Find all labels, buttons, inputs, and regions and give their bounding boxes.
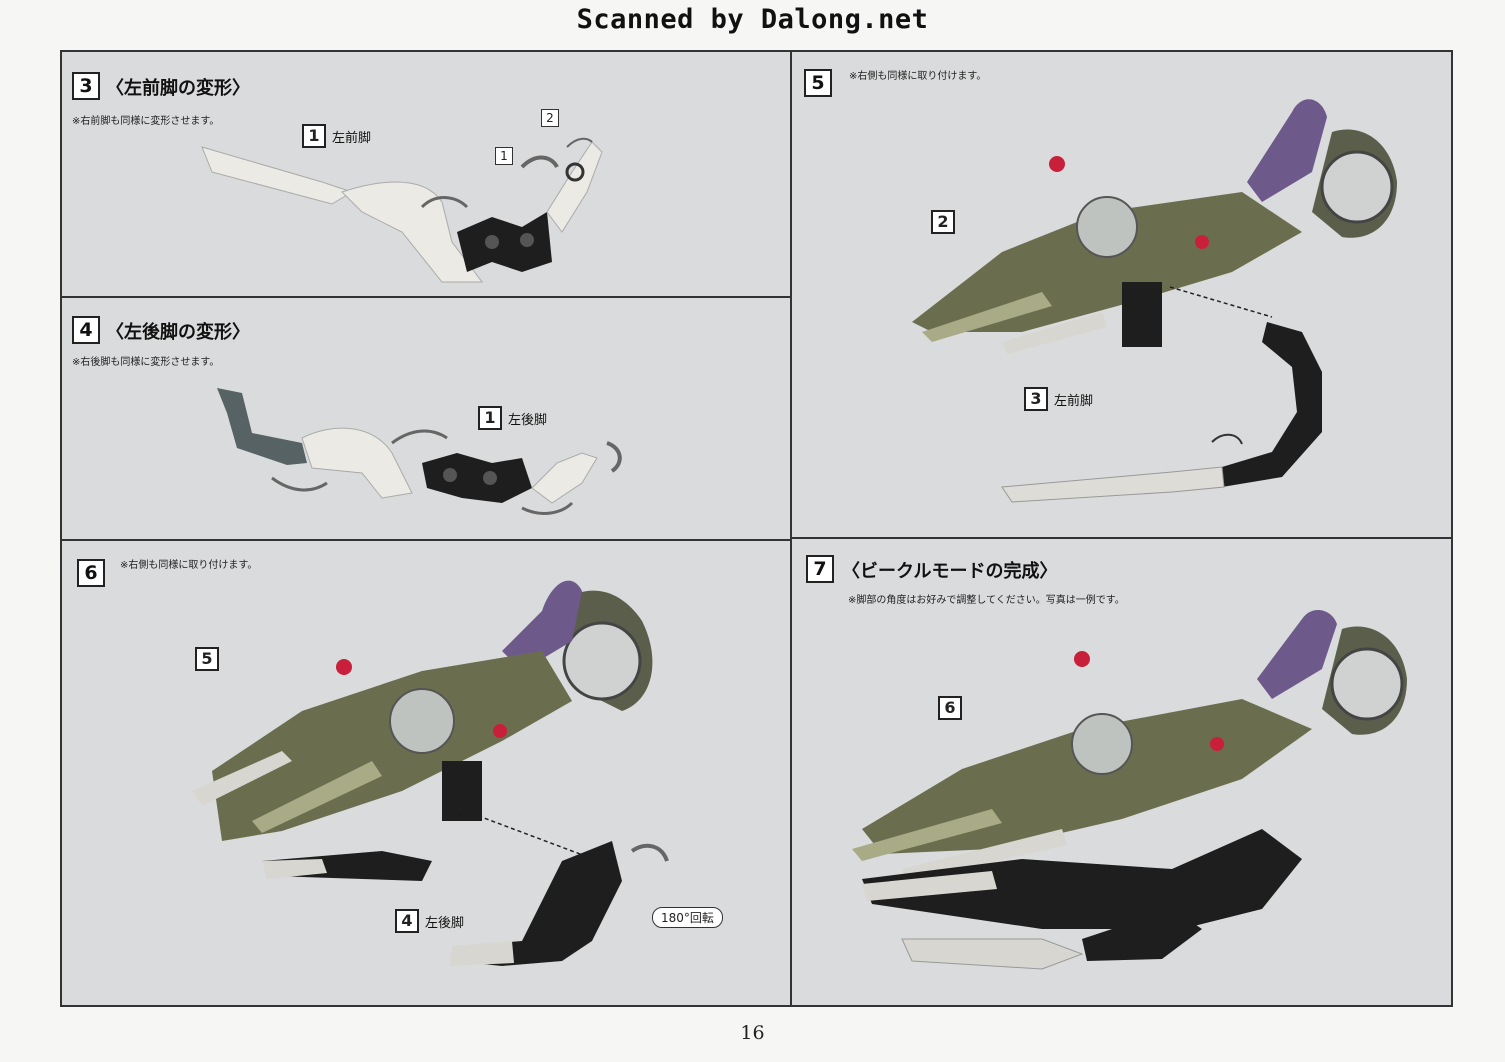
callout-label: 左後脚 xyxy=(425,915,465,931)
callout-number: 6 xyxy=(938,696,962,720)
step-4-callout-left-hind-leg: 1 左後脚 xyxy=(478,406,547,430)
vehicle-assembly-step-6-illustration xyxy=(192,580,669,966)
left-divider-2 xyxy=(62,539,790,541)
step-6-number: 6 xyxy=(77,559,105,587)
callout-label: 左前脚 xyxy=(332,130,372,146)
callout-number: 5 xyxy=(195,647,219,671)
step-5-note: ※右側も同様に取り付けます。 xyxy=(849,71,987,82)
step-3-substep-1: 1 xyxy=(495,147,513,165)
callout-number: 4 xyxy=(395,909,419,933)
page-number: 16 xyxy=(740,1022,765,1044)
step-4-panel: 4 〈左後脚の変形〉 ※右後脚も同様に変形させます。 1 左後脚 xyxy=(62,298,790,539)
step-6-callout-5: 5 xyxy=(195,647,219,671)
callout-label: 左前脚 xyxy=(1054,393,1094,409)
step-4-title: 〈左後脚の変形〉 xyxy=(106,322,250,343)
step-4-number: 4 xyxy=(72,316,100,344)
step-3-number: 3 xyxy=(72,72,100,100)
step-4-note: ※右後脚も同様に変形させます。 xyxy=(72,357,220,368)
step-5-number: 5 xyxy=(804,69,832,97)
step-7-note: ※脚部の角度はお好みで調整してください。写真は一例です。 xyxy=(848,595,1125,606)
instruction-sheet: 3 〈左前脚の変形〉 ※右前脚も同様に変形させます。 1 左前脚 2 1 4 〈… xyxy=(60,50,1453,1007)
step-3-callout-left-front-leg: 1 左前脚 xyxy=(302,124,371,148)
step-3-substep-2: 2 xyxy=(541,109,559,127)
step-6-callout-left-hind-leg: 4 左後脚 xyxy=(395,909,464,933)
scanner-watermark: Scanned by Dalong.net xyxy=(576,4,929,35)
step-3-panel: 3 〈左前脚の変形〉 ※右前脚も同様に変形させます。 1 左前脚 2 1 xyxy=(62,52,790,296)
callout-number: 2 xyxy=(931,210,955,234)
callout-number: 1 xyxy=(302,124,326,148)
step-6-panel: 6 ※右側も同様に取り付けます。 5 4 左後脚 180°回転 xyxy=(62,541,790,1005)
callout-label: 左後脚 xyxy=(508,412,548,428)
step-5-callout-left-front-leg: 3 左前脚 xyxy=(1024,387,1093,411)
left-front-leg-illustration xyxy=(201,137,603,283)
step-5-callout-2: 2 xyxy=(931,210,955,234)
step-3-note: ※右前脚も同様に変形させます。 xyxy=(72,116,220,127)
left-hind-leg-illustration xyxy=(217,388,622,515)
callout-number: 3 xyxy=(1024,387,1048,411)
right-divider xyxy=(792,537,1453,539)
vehicle-assembly-step-5-illustration xyxy=(912,99,1397,503)
rotation-label: 180°回転 xyxy=(652,907,723,928)
step-5-panel: 5 ※右側も同様に取り付けます。 2 3 左前脚 xyxy=(792,52,1453,537)
vertical-divider xyxy=(790,52,792,1005)
step-6-note: ※右側も同様に取り付けます。 xyxy=(120,560,258,571)
step-7-panel: 7 〈ビークルモードの完成〉 ※脚部の角度はお好みで調整してください。写真は一例… xyxy=(792,539,1453,1005)
step-7-title: 〈ビークルモードの完成〉 xyxy=(842,561,1058,582)
step-3-title: 〈左前脚の変形〉 xyxy=(106,78,250,99)
step-7-callout-6: 6 xyxy=(938,696,962,720)
callout-number: 1 xyxy=(478,406,502,430)
completed-vehicle-mode-illustration xyxy=(852,609,1407,970)
step-7-number: 7 xyxy=(806,555,834,583)
left-divider-1 xyxy=(62,296,790,298)
